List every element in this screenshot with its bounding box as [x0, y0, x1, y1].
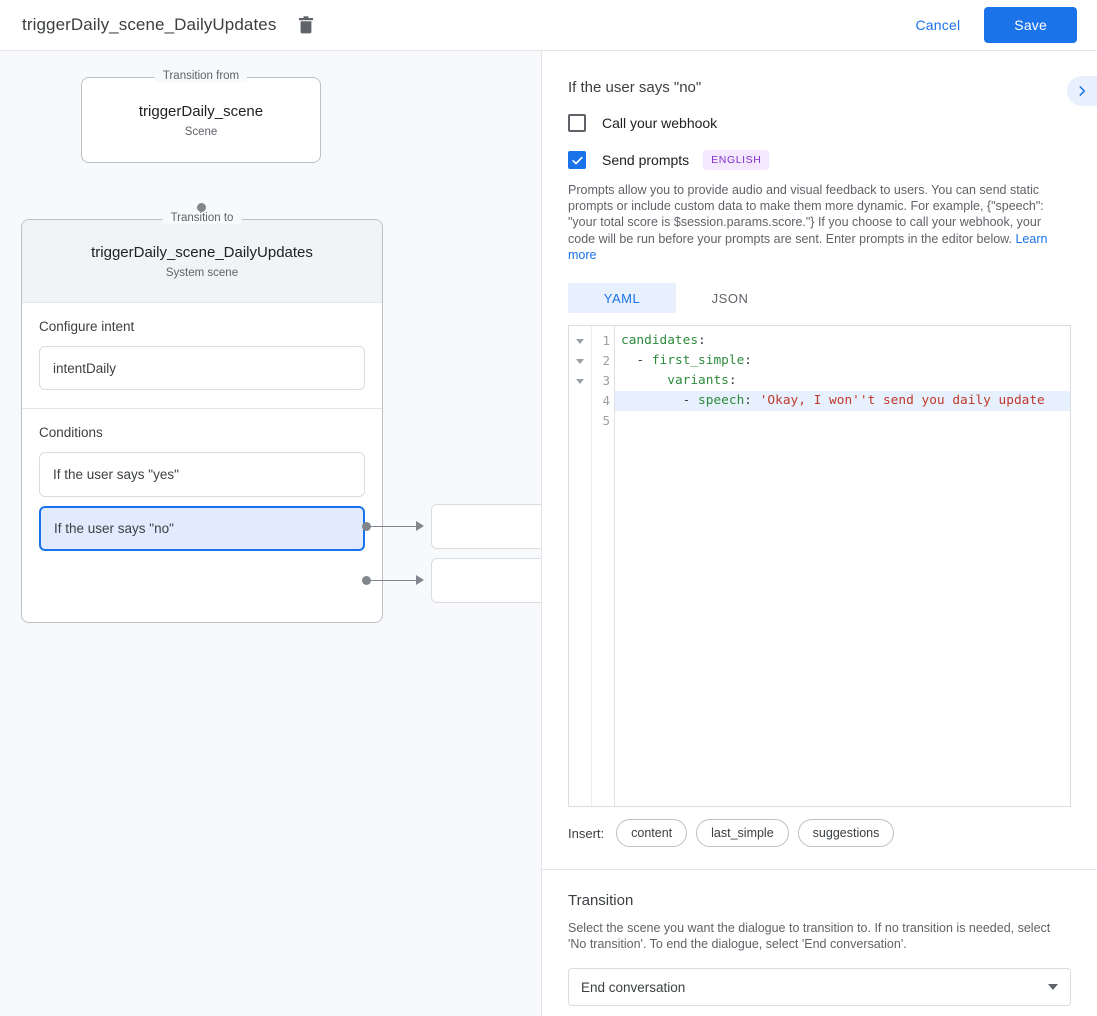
transition-from-type: Scene [184, 125, 218, 138]
transition-select-value: End conversation [581, 979, 686, 995]
transition-from-card[interactable]: Transition from triggerDaily_scene Scene [81, 70, 321, 163]
transition-to-header[interactable]: triggerDaily_scene_DailyUpdates System s… [22, 220, 382, 303]
transition-to-legend: Transition to [162, 212, 242, 224]
code-token: : [744, 353, 752, 369]
chevron-down-icon [1048, 984, 1058, 991]
language-badge: ENGLISH [703, 150, 770, 170]
page-title: triggerDaily_scene_DailyUpdates [22, 15, 277, 34]
code-token [621, 373, 667, 388]
editor-fold-toggle[interactable] [569, 371, 591, 391]
details-body: If the user says "no" Call your webhook … [542, 51, 1097, 848]
target-box-no[interactable] [431, 558, 541, 603]
main-content: Transition from triggerDaily_scene Scene… [0, 51, 1097, 1016]
top-bar: triggerDaily_scene_DailyUpdates Cancel S… [0, 0, 1097, 51]
editor-line-number: 5 [602, 413, 610, 429]
insert-chip-last-simple[interactable]: last_simple [696, 819, 789, 848]
condition-item-no[interactable]: If the user says "no" [39, 506, 365, 551]
condition-item-yes[interactable]: If the user says "yes" [39, 452, 365, 497]
conditions-section: Conditions If the user says "yes" If the… [22, 408, 382, 578]
editor-line[interactable]: - speech: 'Okay, I won''t send you daily… [615, 391, 1070, 412]
prompts-description-text: Prompts allow you to provide audio and v… [568, 183, 1044, 246]
code-token: first_simple [651, 353, 745, 369]
caret-down-icon [576, 338, 584, 344]
editor-fold-toggle [569, 391, 591, 411]
edge-line-yes [371, 526, 417, 527]
transition-to-name: triggerDaily_scene_DailyUpdates [91, 243, 313, 261]
editor-line[interactable]: candidates: [615, 331, 1070, 351]
code-token: : [728, 373, 737, 389]
edge-line-no [371, 580, 417, 581]
code-token: : [698, 333, 706, 349]
editor-fold-toggle[interactable] [569, 351, 591, 371]
transition-select[interactable]: End conversation [568, 968, 1071, 1007]
code-token: candidates [621, 333, 699, 349]
intent-field[interactable]: intentDaily [39, 346, 365, 390]
insert-chip-content[interactable]: content [616, 819, 688, 848]
edge-dot-no [362, 576, 371, 585]
code-token: speech [698, 393, 745, 409]
editor-line-number: 2 [602, 353, 610, 369]
configure-intent-label: Configure intent [39, 319, 135, 334]
cancel-button[interactable]: Cancel [902, 8, 975, 42]
transition-description: Select the scene you want the dialogue t… [568, 921, 1051, 952]
insert-chip-suggestions[interactable]: suggestions [797, 819, 895, 848]
code-token: 'Okay, I won''t send you daily update [759, 393, 1045, 409]
tab-yaml[interactable]: YAML [568, 283, 676, 314]
details-title: If the user says "no" [568, 79, 702, 96]
section-divider [542, 869, 1097, 871]
checkmark-icon [571, 156, 583, 164]
send-prompts-label: Send prompts [602, 152, 690, 168]
target-box-yes[interactable] [431, 504, 541, 549]
code-token: : [744, 393, 760, 409]
conditions-label: Conditions [39, 425, 103, 440]
editor-fold-toggle[interactable] [569, 331, 591, 351]
chevron-right-icon [1079, 86, 1086, 96]
edge-dot-yes [362, 522, 371, 531]
caret-down-icon [576, 358, 584, 364]
caret-down-icon [576, 378, 584, 384]
tab-json[interactable]: JSON [711, 290, 749, 306]
configure-intent-section: Configure intent intentDaily [22, 303, 382, 408]
code-token: variants [667, 373, 729, 389]
editor-fold-column [569, 326, 592, 807]
delete-button[interactable] [294, 13, 318, 37]
call-webhook-row[interactable]: Call your webhook [568, 114, 1071, 132]
learn-more-link[interactable]: Learn more [568, 231, 1048, 262]
details-panel: If the user says "no" Call your webhook … [542, 51, 1097, 1016]
code-token: - [621, 353, 652, 369]
transition-to-card: Transition to triggerDaily_scene_DailyUp… [21, 212, 383, 623]
call-webhook-label: Call your webhook [602, 115, 718, 131]
topbar-actions: Cancel Save [902, 7, 1077, 43]
collapse-panel-button[interactable] [1067, 76, 1097, 106]
flow-diagram-panel: Transition from triggerDaily_scene Scene… [0, 51, 542, 1016]
transition-section: Transition Select the scene you want the… [542, 870, 1097, 1007]
editor-line[interactable] [615, 411, 1070, 431]
format-tabs: YAML JSON [568, 283, 1071, 314]
call-webhook-checkbox[interactable] [568, 114, 586, 132]
transition-from-name: triggerDaily_scene [138, 102, 264, 120]
edge-arrow-yes-icon [416, 521, 424, 531]
code-editor[interactable]: 1 2 3 4 5 candidates: - first_simple: varian… [568, 325, 1071, 808]
editor-code-area[interactable]: candidates: - first_simple: variants: - … [615, 326, 1070, 806]
insert-label: Insert: [568, 825, 605, 841]
editor-line[interactable]: variants: [615, 371, 1070, 391]
editor-line[interactable]: - first_simple: [615, 351, 1070, 371]
transition-to-type: System scene [165, 266, 239, 279]
save-button[interactable]: Save [984, 7, 1077, 43]
code-token: - [621, 393, 699, 409]
transition-from-legend: Transition from [154, 70, 248, 82]
editor-line-number: 3 [602, 373, 610, 389]
editor-line-number: 4 [602, 393, 610, 409]
transition-title: Transition [568, 892, 634, 910]
trash-icon [299, 16, 314, 34]
editor-line-number: 1 [602, 333, 610, 349]
send-prompts-checkbox[interactable] [568, 151, 586, 169]
send-prompts-row[interactable]: Send prompts ENGLISH [568, 150, 1071, 170]
connector-dot [197, 203, 206, 212]
insert-row: Insert: content last_simple suggestions [568, 819, 1071, 848]
editor-line-numbers: 1 2 3 4 5 [592, 326, 615, 807]
edge-arrow-no-icon [416, 575, 424, 585]
prompts-description: Prompts allow you to provide audio and v… [568, 182, 1071, 263]
editor-fold-toggle [569, 411, 591, 431]
